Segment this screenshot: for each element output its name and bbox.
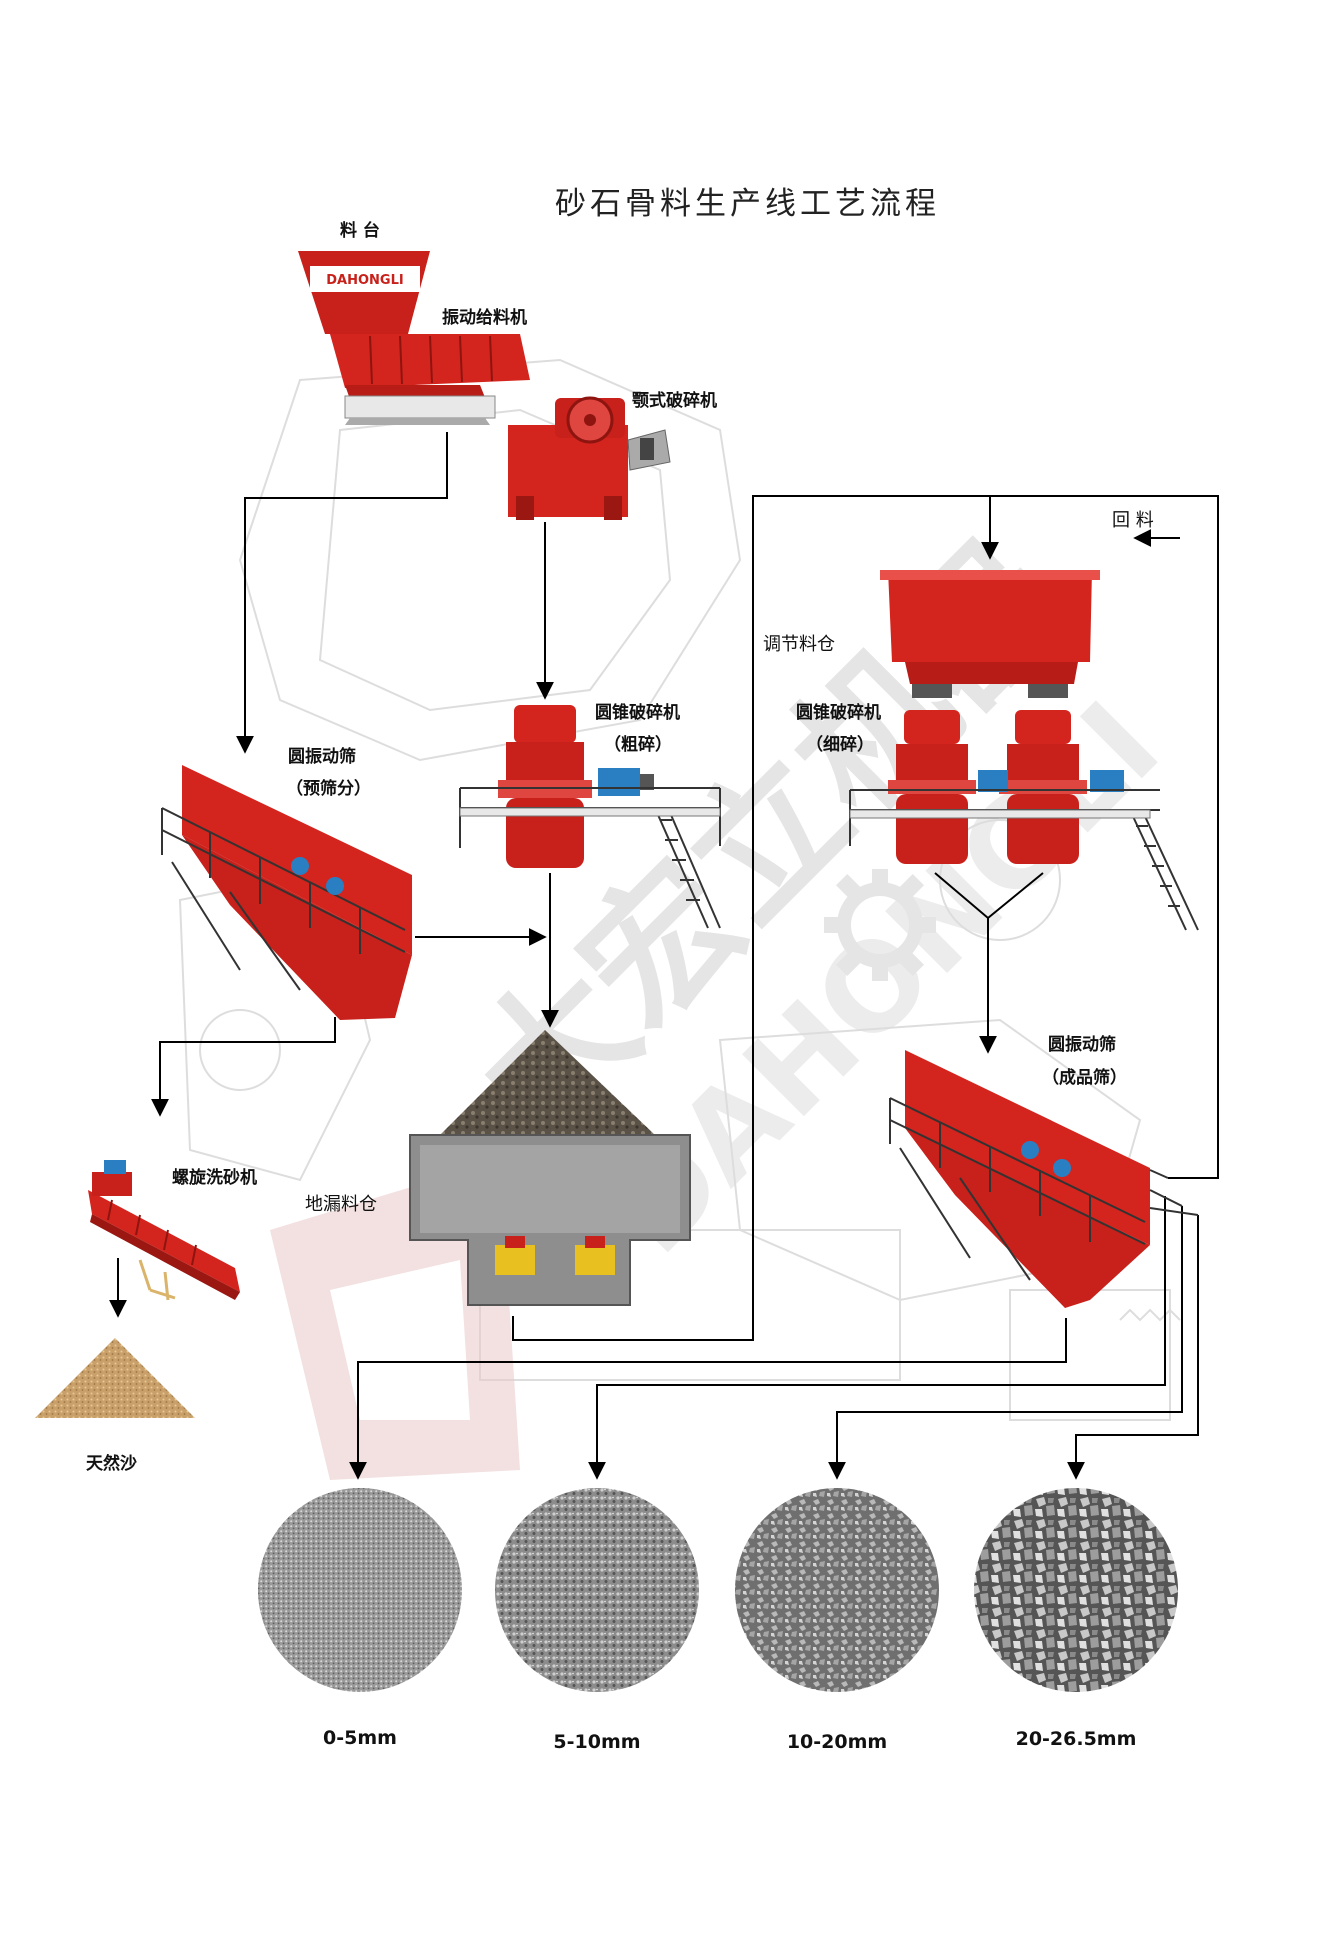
jaw-crusher-machine — [508, 396, 671, 520]
arrow-to-5-10 — [588, 1196, 1166, 1480]
label-cone-fine-line1: 圆锥破碎机 — [796, 703, 881, 723]
label-jaw-crusher: 颚式破碎机 — [632, 391, 717, 411]
product-5-10mm-pile — [495, 1488, 699, 1692]
arrow-feeder-to-prescreen — [236, 432, 448, 754]
product-20-26mm-pile — [974, 1488, 1178, 1692]
diagram-title: 砂石骨料生产线工艺流程 — [555, 186, 940, 222]
product-size-label: 0-5mm — [323, 1727, 397, 1749]
arrow-bin-to-buffer — [512, 495, 999, 1341]
flow-lines — [109, 432, 1219, 1480]
label-cone-fine-line2: （细碎） — [806, 735, 874, 755]
arrow-prescreen-to-washer — [151, 1017, 336, 1117]
label-buffer-bin: 调节料仓 — [763, 634, 835, 655]
label-prescreen-line2: （预筛分） — [286, 779, 371, 799]
label-prescreen-line1: 圆振动筛 — [288, 747, 356, 767]
final-screen-machine — [889, 1050, 1199, 1308]
product-size-label: 10-20mm — [786, 1731, 888, 1753]
product-piles — [258, 1488, 1178, 1692]
spiral-washer-machine — [88, 1160, 240, 1301]
fine-cone-crushers-machine — [849, 710, 1199, 931]
product-size-label: 5-10mm — [553, 1731, 641, 1753]
product-size-label: 20-26.5mm — [1015, 1728, 1137, 1750]
label-spiral-washer: 螺旋洗砂机 — [172, 1168, 257, 1188]
label-cone-coarse-line2: （粗碎） — [604, 735, 672, 755]
label-cone-coarse-line1: 圆锥破碎机 — [595, 703, 680, 723]
arrow-to-10-20 — [828, 1206, 1183, 1480]
label-final-screen-line1: 圆振动筛 — [1048, 1035, 1116, 1055]
natural-sand-pile — [35, 1338, 195, 1418]
label-feed-table: 料 台 — [340, 221, 380, 241]
label-natural-sand: 天然沙 — [86, 1454, 137, 1474]
label-final-screen-line2: （成品筛） — [1042, 1068, 1127, 1088]
prescreen-machine — [161, 765, 412, 1020]
coarse-cone-crusher-machine — [459, 705, 721, 929]
vibrating-feeder-machine: DAHONGLI — [298, 251, 530, 425]
buffer-bin-machine — [880, 570, 1100, 698]
gear-watermark-icon — [824, 869, 936, 981]
arrow-to-20-26 — [1067, 1215, 1199, 1480]
arrow-to-0-5 — [349, 1318, 1067, 1480]
product-10-20mm-pile — [735, 1488, 939, 1692]
product-0-5mm-pile — [258, 1488, 462, 1692]
logo-text: DAHONGLI — [326, 273, 403, 288]
label-return-material: 回 料 — [1112, 510, 1154, 531]
stockpile-and-underground-bin — [409, 1030, 691, 1306]
return-loop-line — [990, 495, 1219, 1179]
label-underground-bin: 地漏料仓 — [305, 1194, 377, 1215]
label-vibrating-feeder: 振动给料机 — [442, 308, 527, 328]
